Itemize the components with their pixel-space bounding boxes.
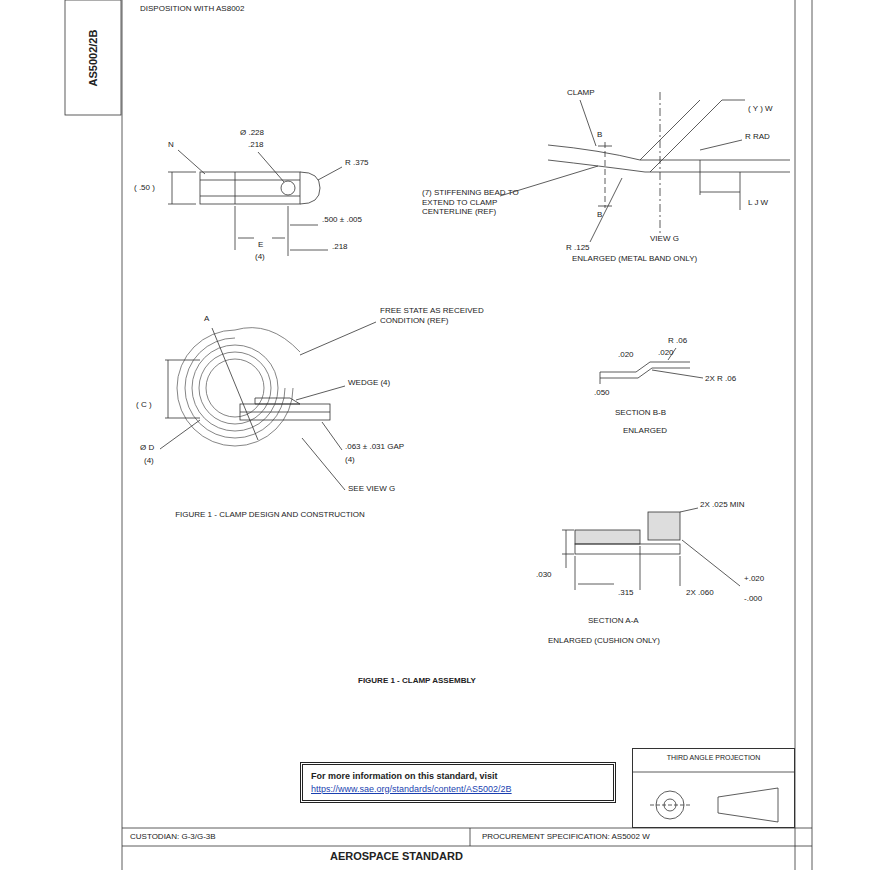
drawing-label: E (258, 240, 263, 250)
drawing-label: SECTION A-A (588, 616, 639, 626)
drawing-label: ( Y ) W (748, 104, 773, 114)
drawing-label: N (168, 140, 174, 150)
drawing-label: SECTION B-B (615, 408, 666, 418)
info-box: For more information on this standard, v… (300, 762, 616, 803)
drawing-label: .020 (618, 350, 634, 360)
drawing-label: (4) (144, 456, 154, 466)
drawing-label: A (204, 314, 209, 324)
drawing-label: WEDGE (4) (348, 378, 390, 388)
drawing-label: ENLARGED (METAL BAND ONLY) (572, 254, 697, 264)
drawing-label: 2X .025 MIN (700, 500, 744, 510)
drawing-label: .500 ± .005 (322, 215, 362, 225)
drawing-label: R .125 (566, 243, 590, 253)
drawing-label: .218 (332, 242, 348, 252)
drawing-label: Ø .228 (240, 128, 264, 138)
drawing-label: B (597, 210, 602, 220)
drawing-label: FIGURE 1 - CLAMP DESIGN AND CONSTRUCTION (175, 510, 365, 520)
link-text: https://www.sae.org/standards/content/AS… (311, 783, 605, 796)
drawing-label: VIEW G (650, 234, 679, 244)
drawing-label: AEROSPACE STANDARD (330, 850, 463, 863)
drawing-label: ENLARGED (CUSHION ONLY) (548, 636, 660, 646)
drawing-label: ( .50 ) (134, 183, 155, 193)
drawing-label: .063 ± .031 GAP (345, 442, 404, 452)
drawing-label: (4) (345, 455, 355, 465)
drawing-label: CUSTODIAN: G-3/G-3B (130, 832, 216, 842)
drawing-label: -.000 (744, 594, 762, 604)
drawing-label: R .06 (668, 336, 687, 346)
drawing-label: 2X R .06 (705, 374, 736, 384)
drawing-label: CLAMP (567, 88, 595, 98)
document-id-box: AS5002/2B (65, 0, 121, 115)
drawing-label: ( C ) (136, 400, 152, 410)
drawing-label: Ø D (140, 443, 154, 453)
drawing-label: .315 (618, 588, 634, 598)
box-text: For more information on this standard, v… (311, 770, 605, 783)
drawing-label: R RAD (745, 132, 770, 142)
drawing-label: .030 (536, 570, 552, 580)
drawing-label: 2X .060 (686, 588, 714, 598)
figure-caption: FIGURE 1 - CLAMP ASSEMBLY (358, 676, 476, 686)
drawing-label: +.020 (744, 574, 764, 584)
drawing-label: R .375 (345, 158, 369, 168)
drawing-label: ENLARGED (623, 426, 667, 436)
drawing-label: PROCUREMENT SPECIFICATION: AS5002 W (482, 832, 650, 842)
drawing-label: .050 (594, 388, 610, 398)
drawing-label: FREE STATE AS RECEIVED CONDITION (REF) (380, 306, 490, 325)
drawing-label: B (597, 130, 602, 140)
drawing-label: (4) (255, 252, 265, 262)
drawing-label: .218 (248, 140, 264, 150)
drawing-label: L J W (748, 198, 768, 208)
drawing-label: (7) STIFFENING BEAD TO EXTEND TO CLAMP C… (422, 188, 542, 217)
drawing-label: .020 (658, 348, 674, 358)
projection-box: THIRD ANGLE PROJECTION (632, 748, 795, 828)
box-text: THIRD ANGLE PROJECTION (637, 754, 790, 761)
box-text: AS5002/2B (87, 29, 99, 86)
drawing-label: SEE VIEW G (348, 484, 395, 494)
drawing-label: DISPOSITION WITH AS8002 (140, 4, 244, 14)
